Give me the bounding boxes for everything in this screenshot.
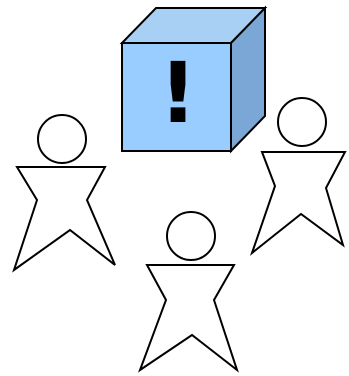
person-figure-left xyxy=(14,115,115,270)
exclamation-box: ! xyxy=(122,8,265,151)
person-figure-right xyxy=(252,98,345,253)
person-body-right xyxy=(252,152,345,253)
person-figure-bottom xyxy=(140,212,237,370)
exclamation-mark: ! xyxy=(159,44,197,142)
person-head-left xyxy=(38,115,86,163)
person-head-bottom xyxy=(167,212,215,260)
person-body-left xyxy=(14,167,115,270)
person-body-bottom xyxy=(140,265,237,370)
person-head-right xyxy=(278,98,326,146)
